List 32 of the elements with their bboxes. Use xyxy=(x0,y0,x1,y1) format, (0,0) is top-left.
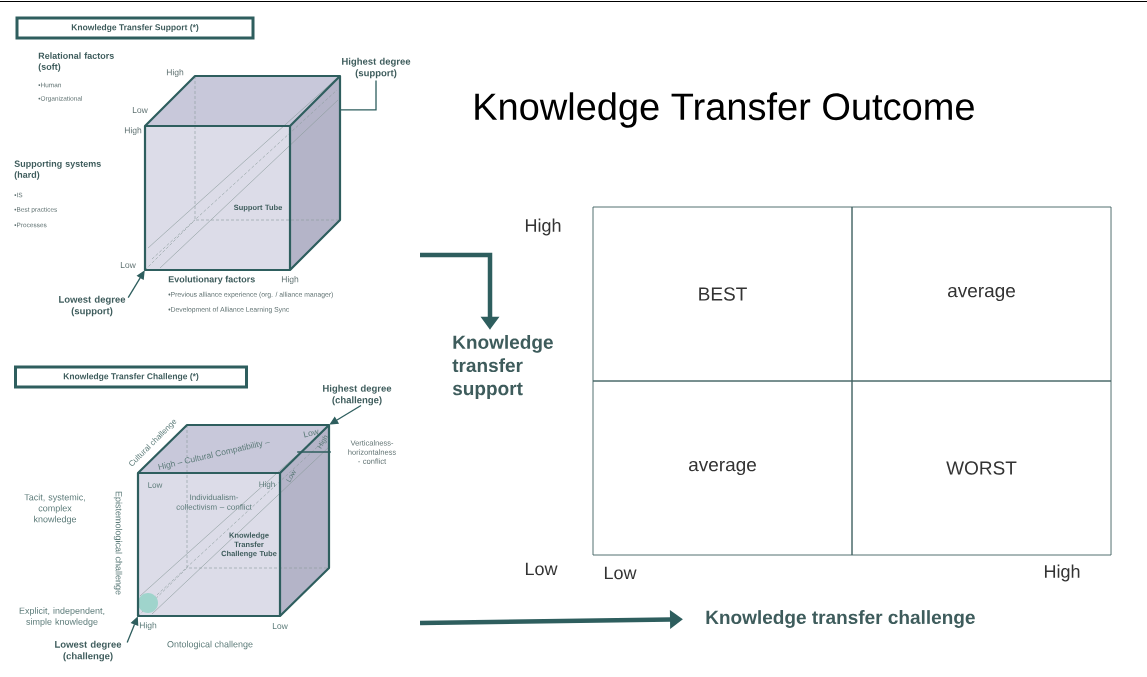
matrix-cell: average xyxy=(851,206,1112,382)
arrow xyxy=(127,270,145,299)
matrix-cell: average xyxy=(592,380,853,556)
factor-heading: Relational factors (soft) xyxy=(38,52,114,72)
axis-title: Knowledge transfer support xyxy=(452,334,553,400)
axis-label: Low xyxy=(525,562,558,576)
leader-line xyxy=(339,79,377,111)
axis-label: High xyxy=(139,622,157,630)
axis-label: Low xyxy=(120,262,136,268)
matrix-cell: BEST xyxy=(592,206,853,382)
knowledge-label: Tacit, systemic, complex knowledge xyxy=(24,493,85,525)
page-title: Knowledge Transfer Outcome xyxy=(475,92,974,128)
axis-title: Knowledge transfer challenge xyxy=(706,610,975,628)
axis-title: Ontological challenge xyxy=(167,640,253,650)
axis-label: Low xyxy=(132,107,148,113)
knowledge-label: Explicit, independent, simple knowledge xyxy=(19,607,105,627)
degree-label: Highest degree (support) xyxy=(342,57,411,79)
matrix-cell: WORST xyxy=(851,380,1112,556)
leader-line xyxy=(296,451,332,453)
title-box: Knowledge Transfer Support (*) xyxy=(15,16,255,40)
factor-heading: Supporting systems (hard) xyxy=(14,160,101,180)
axis-label: High xyxy=(166,69,184,77)
axis-label: High xyxy=(525,218,561,236)
degree-label: Highest degree (challenge) xyxy=(323,384,392,406)
degree-label: Lowest degree (challenge) xyxy=(55,640,122,662)
title-box: Knowledge Transfer Challenge (*) xyxy=(14,365,248,389)
axis-label: High xyxy=(281,276,299,284)
arrow xyxy=(329,404,362,425)
axis-label: Low xyxy=(272,623,288,629)
axis-title: Epistemological challenge xyxy=(113,491,123,595)
degree-label: Lowest degree (support) xyxy=(59,295,126,317)
axis-label: Low xyxy=(303,429,319,438)
